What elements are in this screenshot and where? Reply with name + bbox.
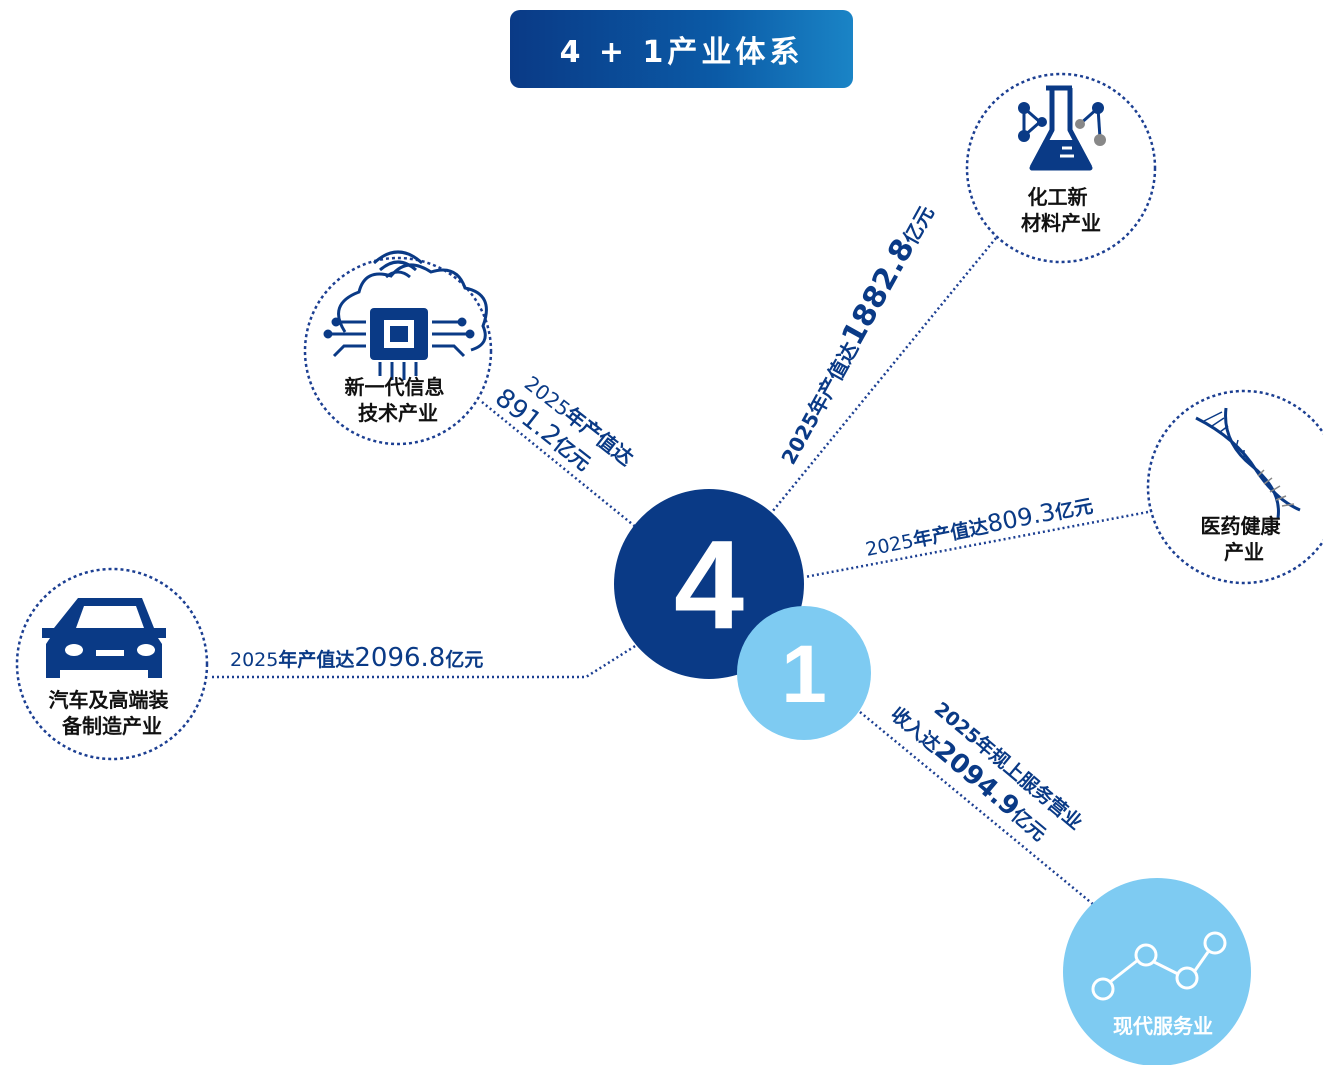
node-it: 新一代信息 技术产业: [303, 250, 493, 446]
chem-label: 化工新 材料产业: [1021, 185, 1101, 235]
center-hub: 4 1: [614, 489, 871, 740]
chem-value: 2025年产值达1882.8亿元: [769, 198, 941, 470]
center-1-circle: [737, 606, 871, 740]
auto-label: 汽车及高端装 备制造产业: [49, 688, 176, 738]
it-label: 新一代信息 技术产业: [345, 375, 452, 425]
node-service: 现代服务业: [1063, 878, 1251, 1065]
chip-cloud-icon: [323, 250, 488, 380]
center-4-label: 4: [674, 514, 744, 655]
it-value: 2025年产值达 891.2亿元: [489, 362, 642, 498]
node-med: 医药健康 产业: [1146, 389, 1323, 585]
flask-molecule-icon: [1018, 85, 1106, 171]
service-value: 2025年规上服务营业 收入达2094.9亿元: [885, 678, 1091, 864]
car-icon: [42, 598, 166, 678]
line-chart-icon: [1091, 931, 1227, 1001]
auto-value: 2025年产值达2096.8亿元: [230, 643, 483, 673]
page-title: 4 + 1产业体系: [559, 35, 804, 70]
med-label: 医药健康 产业: [1201, 514, 1288, 564]
med-value: 2025年产值达809.3亿元: [863, 490, 1095, 562]
title-banner: 4 + 1产业体系: [510, 10, 853, 88]
center-1-label: 1: [781, 629, 827, 720]
node-auto: 汽车及高端装 备制造产业: [15, 567, 209, 761]
connector-med: [804, 510, 1149, 579]
connector-auto: [212, 641, 641, 679]
connector-service: [859, 711, 1095, 906]
connector-it: [481, 401, 638, 529]
node-chem: 化工新 材料产业: [965, 72, 1157, 264]
dna-icon: [1195, 407, 1301, 519]
connector-chem: [771, 237, 997, 513]
service-label: 现代服务业: [1113, 1014, 1213, 1038]
